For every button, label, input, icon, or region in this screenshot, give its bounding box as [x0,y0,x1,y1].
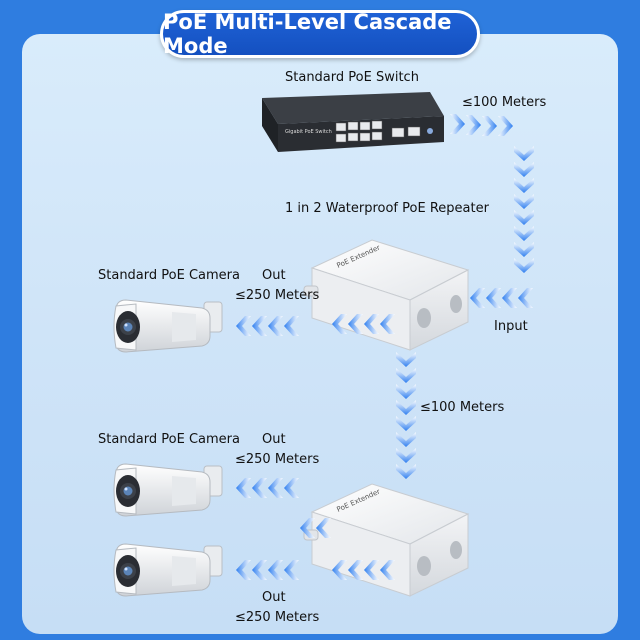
camera-1 [113,299,223,353]
arrow-cascade-down [396,352,416,479]
switch-label: Standard PoE Switch [285,70,419,85]
bottom-out-1-distance: ≤250 Meters [235,452,320,467]
repeater-label: 1 in 2 Waterproof PoE Repeater [285,201,489,216]
top-out-label: Out [262,268,286,283]
switch-front-text: Gigabit PoE Switch [285,129,332,135]
switch-distance: ≤100 Meters [462,95,547,110]
bottom-repeater [303,483,470,597]
camera-1-label: Standard PoE Camera [98,268,240,283]
page-title: PoE Multi-Level Cascade Mode [160,10,480,58]
input-label: Input [494,319,528,334]
cascade-distance: ≤100 Meters [420,400,505,415]
bottom-out-1-label: Out [262,432,286,447]
camera-3 [113,543,223,597]
top-out-distance: ≤250 Meters [235,288,320,303]
bottom-out-2-distance: ≤250 Meters [235,610,320,625]
camera-2-label: Standard PoE Camera [98,432,240,447]
arrow-input [470,288,533,308]
arrow-switch-right [450,114,513,136]
camera-2 [113,463,223,517]
top-repeater [303,239,470,351]
poe-switch [262,92,444,152]
bottom-out-2-label: Out [262,590,286,605]
arrow-switch-down [514,146,534,273]
